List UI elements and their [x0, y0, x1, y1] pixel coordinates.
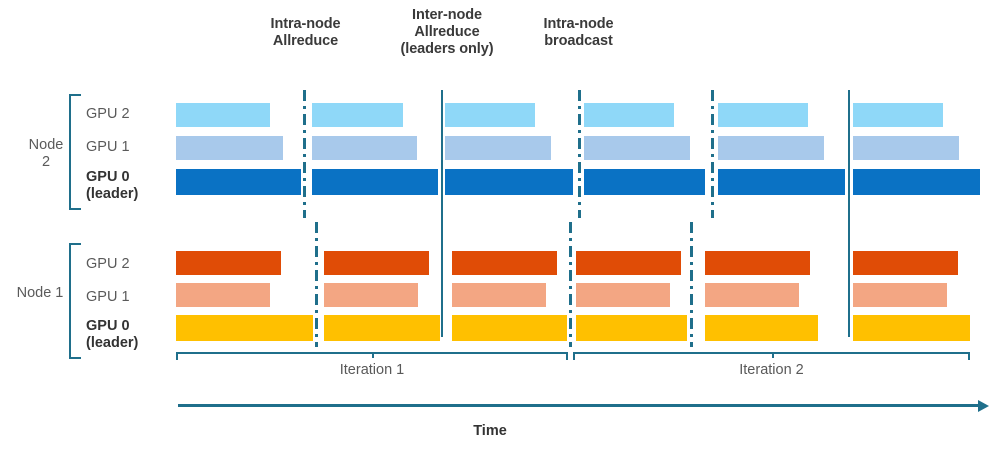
bar-node-1-gpu-1-seg4 [576, 283, 670, 307]
node-label-node-1: Node 1 [16, 285, 64, 301]
phase-caption-intra-node-broadcast: Intra-node broadcast [543, 16, 614, 49]
bar-node-2-gpu-0-seg4 [584, 169, 705, 195]
bar-node-1-gpu-2-seg5 [705, 251, 810, 275]
bar-node-1-gpu-0-seg3 [452, 315, 567, 341]
iteration-label-2: Iteration 2 [739, 362, 804, 378]
bar-node-2-gpu-0-seg2 [312, 169, 438, 195]
bar-node-1-gpu-1-seg5 [705, 283, 799, 307]
phase-caption-intra-node-allreduce: Intra-node Allreduce [270, 16, 341, 49]
node-label-node-2: Node 2 [28, 137, 64, 170]
bar-node-2-gpu-2-seg5 [718, 103, 808, 127]
bar-node-1-gpu-0-seg6 [853, 315, 970, 341]
bar-node-2-gpu-1-seg5 [718, 136, 824, 160]
iteration-tick-1 [372, 352, 374, 358]
bar-node-1-gpu-0-seg2 [324, 315, 440, 341]
divider-3-top [578, 90, 581, 218]
time-axis-label: Time [473, 423, 507, 439]
bar-node-2-gpu-1-seg6 [853, 136, 959, 160]
divider-4-top [711, 90, 714, 218]
bracket-node-1 [69, 243, 81, 359]
divider-1-top [303, 90, 306, 218]
row-label-node-2-gpu-2: GPU 2 [86, 106, 130, 122]
iteration-label-1: Iteration 1 [339, 362, 405, 378]
bar-node-1-gpu-1-seg1 [176, 283, 270, 307]
time-axis-line [178, 404, 978, 407]
bar-node-1-gpu-2-seg4 [576, 251, 681, 275]
bar-node-2-gpu-1-seg4 [584, 136, 690, 160]
bar-node-2-gpu-1-seg3 [445, 136, 551, 160]
divider-1-bottom [315, 222, 318, 347]
time-axis-arrow-icon [978, 400, 989, 412]
bar-node-2-gpu-2-seg3 [445, 103, 535, 127]
bar-node-1-gpu-1-seg2 [324, 283, 418, 307]
bar-node-1-gpu-1-seg6 [853, 283, 947, 307]
iteration-tick-2 [771, 352, 774, 358]
bar-node-1-gpu-0-seg1 [176, 315, 313, 341]
bar-node-2-gpu-1-seg1 [176, 136, 283, 160]
bar-node-1-gpu-2-seg3 [452, 251, 557, 275]
bar-node-2-gpu-2-seg4 [584, 103, 674, 127]
divider-2-solid [441, 90, 443, 337]
bar-node-1-gpu-1-seg3 [452, 283, 546, 307]
divider-5-solid [848, 90, 850, 337]
bar-node-2-gpu-2-seg1 [176, 103, 270, 127]
bar-node-1-gpu-0-seg5 [705, 315, 818, 341]
bar-node-2-gpu-2-seg2 [312, 103, 403, 127]
divider-3-bottom [569, 222, 572, 347]
bar-node-2-gpu-0-seg6 [853, 169, 980, 195]
bar-node-2-gpu-0-seg5 [718, 169, 845, 195]
row-label-node-2-gpu-0: GPU 0 (leader) [86, 169, 139, 202]
bar-node-2-gpu-1-seg2 [312, 136, 417, 160]
bar-node-1-gpu-2-seg6 [853, 251, 958, 275]
row-label-node-1-gpu-2: GPU 2 [86, 256, 130, 272]
bar-node-2-gpu-2-seg6 [853, 103, 943, 127]
row-label-node-1-gpu-1: GPU 1 [86, 289, 130, 305]
row-label-node-1-gpu-0: GPU 0 (leader) [86, 318, 139, 351]
phase-caption-inter-node-allreduce: Inter-node Allreduce (leaders only) [400, 7, 494, 57]
bracket-node-2 [69, 94, 81, 210]
bar-node-1-gpu-2-seg2 [324, 251, 429, 275]
divider-4-bottom [690, 222, 693, 347]
bar-node-1-gpu-0-seg4 [576, 315, 687, 341]
bar-node-1-gpu-2-seg1 [176, 251, 281, 275]
row-label-node-2-gpu-1: GPU 1 [86, 139, 130, 155]
bar-node-2-gpu-0-seg3 [445, 169, 573, 195]
bar-node-2-gpu-0-seg1 [176, 169, 301, 195]
